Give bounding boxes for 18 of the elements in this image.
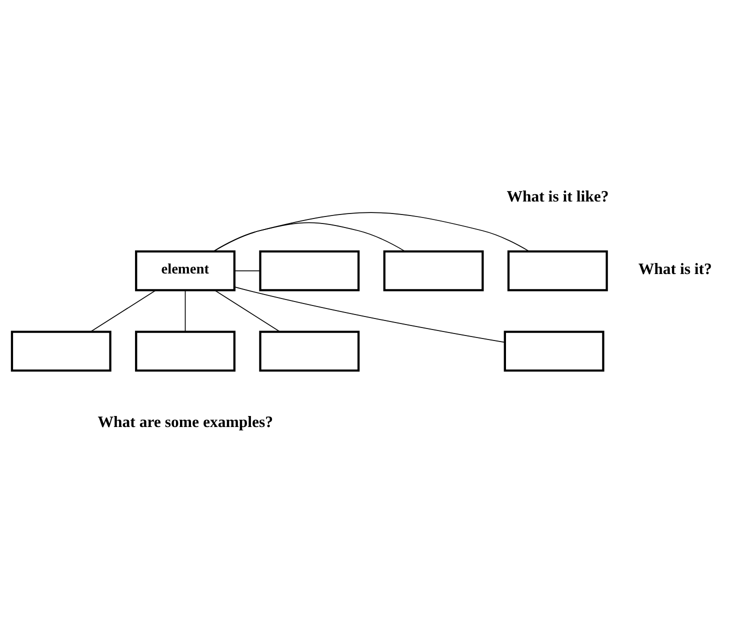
- connector: [212, 222, 406, 252]
- node-box: [259, 250, 360, 292]
- node-box: [507, 250, 608, 292]
- connector: [212, 212, 530, 252]
- node-box: [10, 330, 112, 372]
- node-box: [135, 330, 236, 372]
- connector: [214, 290, 280, 332]
- label: What is it like?: [506, 188, 609, 206]
- connector: [234, 286, 506, 343]
- node-box: [504, 330, 604, 372]
- node-box: element: [135, 250, 236, 292]
- connector: [90, 290, 156, 332]
- label: What is it?: [638, 261, 712, 278]
- node-box: [259, 330, 360, 372]
- label: What are some examples?: [98, 414, 274, 431]
- connector: [234, 270, 261, 272]
- node-box: [383, 250, 484, 292]
- connector: [184, 290, 186, 332]
